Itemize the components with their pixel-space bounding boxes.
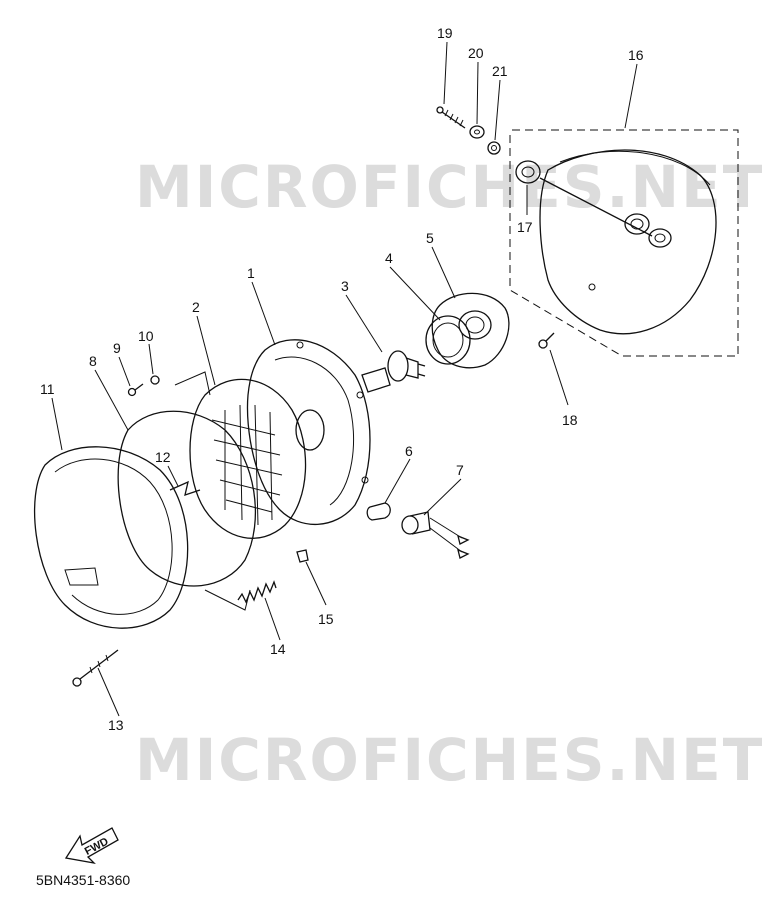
position-bulb-socket[interactable] — [401, 511, 470, 559]
headlight-lens[interactable] — [189, 378, 307, 539]
watermark-bottom: MICROFICHES.NET — [135, 726, 764, 794]
part-number-6: 6 — [405, 443, 413, 459]
headlight-bulb[interactable] — [361, 350, 426, 393]
part-number-16: 16 — [628, 47, 644, 63]
part-number-9: 9 — [113, 340, 121, 356]
part-number-8: 8 — [89, 353, 97, 369]
collar[interactable] — [487, 141, 501, 155]
part-number-1: 1 — [247, 265, 255, 281]
part-number-20: 20 — [468, 45, 484, 61]
diagram-code: 5BN4351-8360 — [36, 872, 131, 888]
forward-arrow-icon: FWD — [64, 827, 119, 865]
washer[interactable] — [469, 125, 485, 139]
forward-arrow-label: FWD — [83, 836, 111, 858]
part-number-11: 11 — [40, 381, 55, 397]
part-number-13: 13 — [108, 717, 124, 733]
part-number-17: 17 — [517, 219, 533, 235]
bulb-retainer-ring[interactable] — [425, 315, 471, 365]
housing-bolt[interactable] — [436, 106, 466, 129]
part-number-14: 14 — [270, 641, 286, 657]
spring-nut[interactable] — [296, 549, 309, 563]
part-number-labels: 19 20 21 16 17 18 1 2 3 4 5 6 7 8 9 10 1… — [40, 25, 644, 733]
watermark-top: MICROFICHES.NET — [135, 153, 764, 221]
rim-nut[interactable] — [150, 375, 160, 385]
adjuster-screw[interactable] — [72, 649, 119, 687]
part-number-21: 21 — [492, 63, 508, 79]
adjuster-clip[interactable] — [169, 480, 201, 496]
headlight-rim[interactable] — [34, 446, 189, 629]
position-bulb[interactable] — [366, 502, 391, 521]
grommet[interactable] — [515, 160, 541, 184]
part-number-2: 2 — [192, 299, 200, 315]
rim-bolt[interactable] — [127, 383, 144, 397]
part-number-7: 7 — [456, 462, 464, 478]
part-number-3: 3 — [341, 278, 349, 294]
part-number-18: 18 — [562, 412, 578, 428]
headlight-reflector-unit[interactable] — [246, 339, 371, 526]
part-number-12: 12 — [155, 449, 171, 465]
part-number-5: 5 — [426, 230, 434, 246]
part-number-19: 19 — [437, 25, 453, 41]
part-number-10: 10 — [138, 328, 154, 344]
headlight-housing-shell[interactable] — [509, 129, 739, 357]
adjuster-spring[interactable] — [237, 580, 277, 604]
housing-screw[interactable] — [538, 332, 555, 349]
leader-lines — [51, 41, 638, 717]
part-number-4: 4 — [385, 250, 393, 266]
headlight-rim-frame[interactable] — [117, 371, 256, 611]
part-number-15: 15 — [318, 611, 334, 627]
